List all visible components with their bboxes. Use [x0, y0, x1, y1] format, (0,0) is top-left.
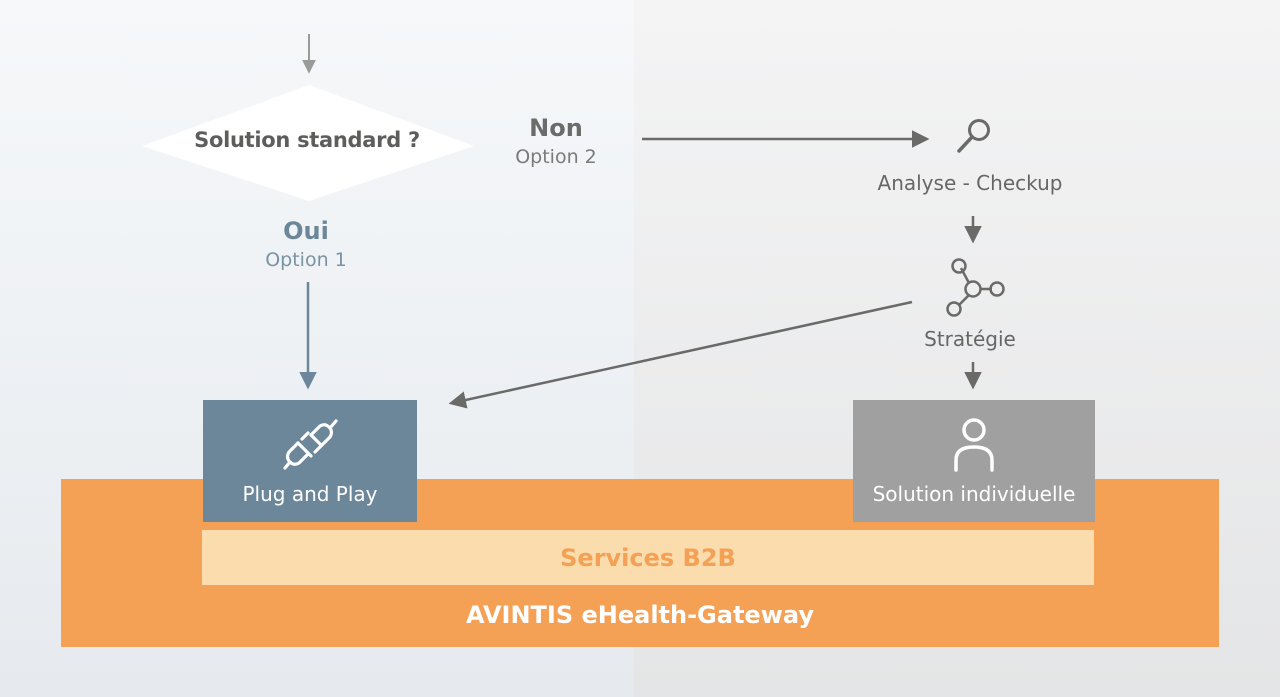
no-branch-option: Option 2: [515, 146, 597, 168]
no-branch-label: Non: [529, 114, 583, 142]
decision-question: Solution standard ?: [194, 128, 420, 152]
plug-and-play-box: Plug and Play: [203, 400, 417, 522]
analyse-step-label: Analyse - Checkup: [877, 171, 1063, 195]
individual-solution-label: Solution individuelle: [872, 482, 1076, 506]
decision-diamond: [142, 85, 474, 201]
individual-solution-box: Solution individuelle: [853, 400, 1095, 522]
yes-branch-option: Option 1: [265, 249, 347, 271]
gateway-label: AVINTIS eHealth-Gateway: [466, 601, 814, 629]
plug-icon: [283, 419, 338, 470]
yes-branch-label: Oui: [283, 217, 329, 245]
magnifier-icon: [957, 119, 990, 153]
plug-and-play-label: Plug and Play: [242, 482, 378, 506]
strategie-step-label: Stratégie: [924, 327, 1016, 351]
services-layer: Services B2B: [202, 530, 1094, 585]
person-icon: [954, 418, 994, 472]
network-nodes-icon: [946, 258, 1005, 317]
services-label: Services B2B: [560, 544, 736, 572]
strategie-to-plug-arrow: [448, 300, 913, 409]
